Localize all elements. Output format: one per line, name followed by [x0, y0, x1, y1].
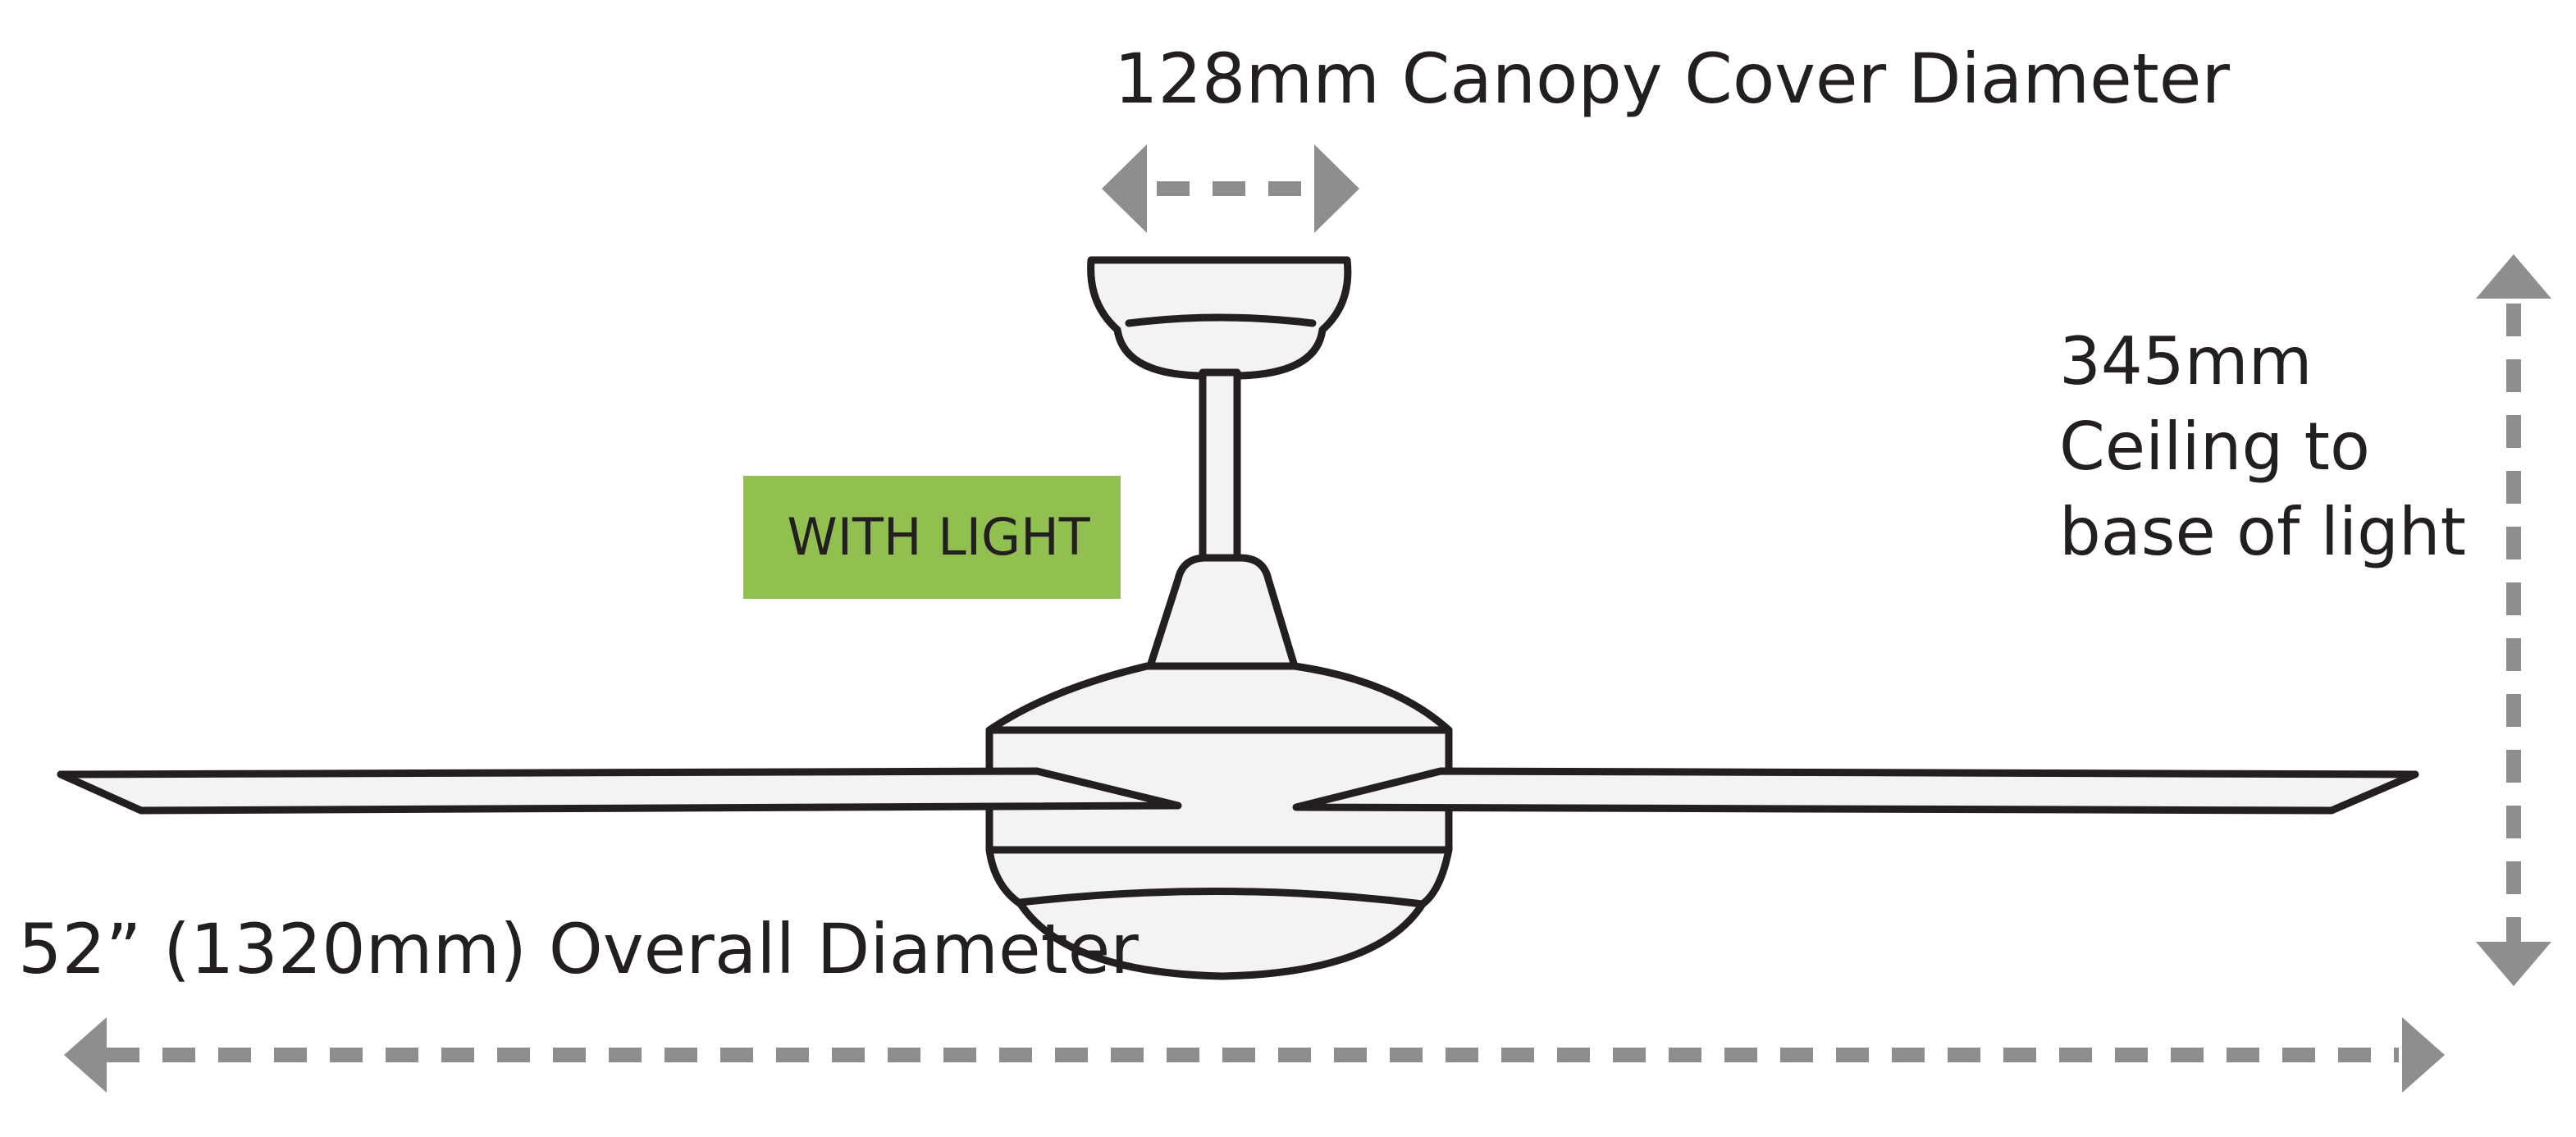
- height-dimension-arrow: [2476, 254, 2551, 986]
- canopy-rim-line: [1125, 313, 1317, 327]
- canopy-dimension-arrow: [1102, 144, 1359, 233]
- downrod: [1199, 368, 1241, 565]
- left-fan-blade: [57, 767, 1182, 815]
- motor-collar: [1146, 554, 1299, 670]
- height-value-label: 345mm: [2059, 323, 2313, 400]
- motor-top-dome: [985, 662, 1453, 734]
- ceiling-fan-illustration: [57, 256, 2419, 980]
- right-fan-blade: [1292, 767, 2419, 815]
- height-desc-label-2: base of light: [2059, 494, 2466, 570]
- badge-background: [743, 476, 1121, 599]
- overall-diameter-label: 52” (1320mm) Overall Diameter: [18, 909, 1139, 989]
- canopy-diameter-label: 128mm Canopy Cover Diameter: [1114, 39, 2230, 119]
- with-light-badge: WITH LIGHT: [743, 476, 1121, 599]
- height-desc-label-1: Ceiling to: [2059, 409, 2370, 485]
- light-kit-rim-line: [1016, 887, 1427, 908]
- overall-dimension-arrow: [64, 1017, 2445, 1093]
- badge-label: WITH LIGHT: [787, 507, 1090, 567]
